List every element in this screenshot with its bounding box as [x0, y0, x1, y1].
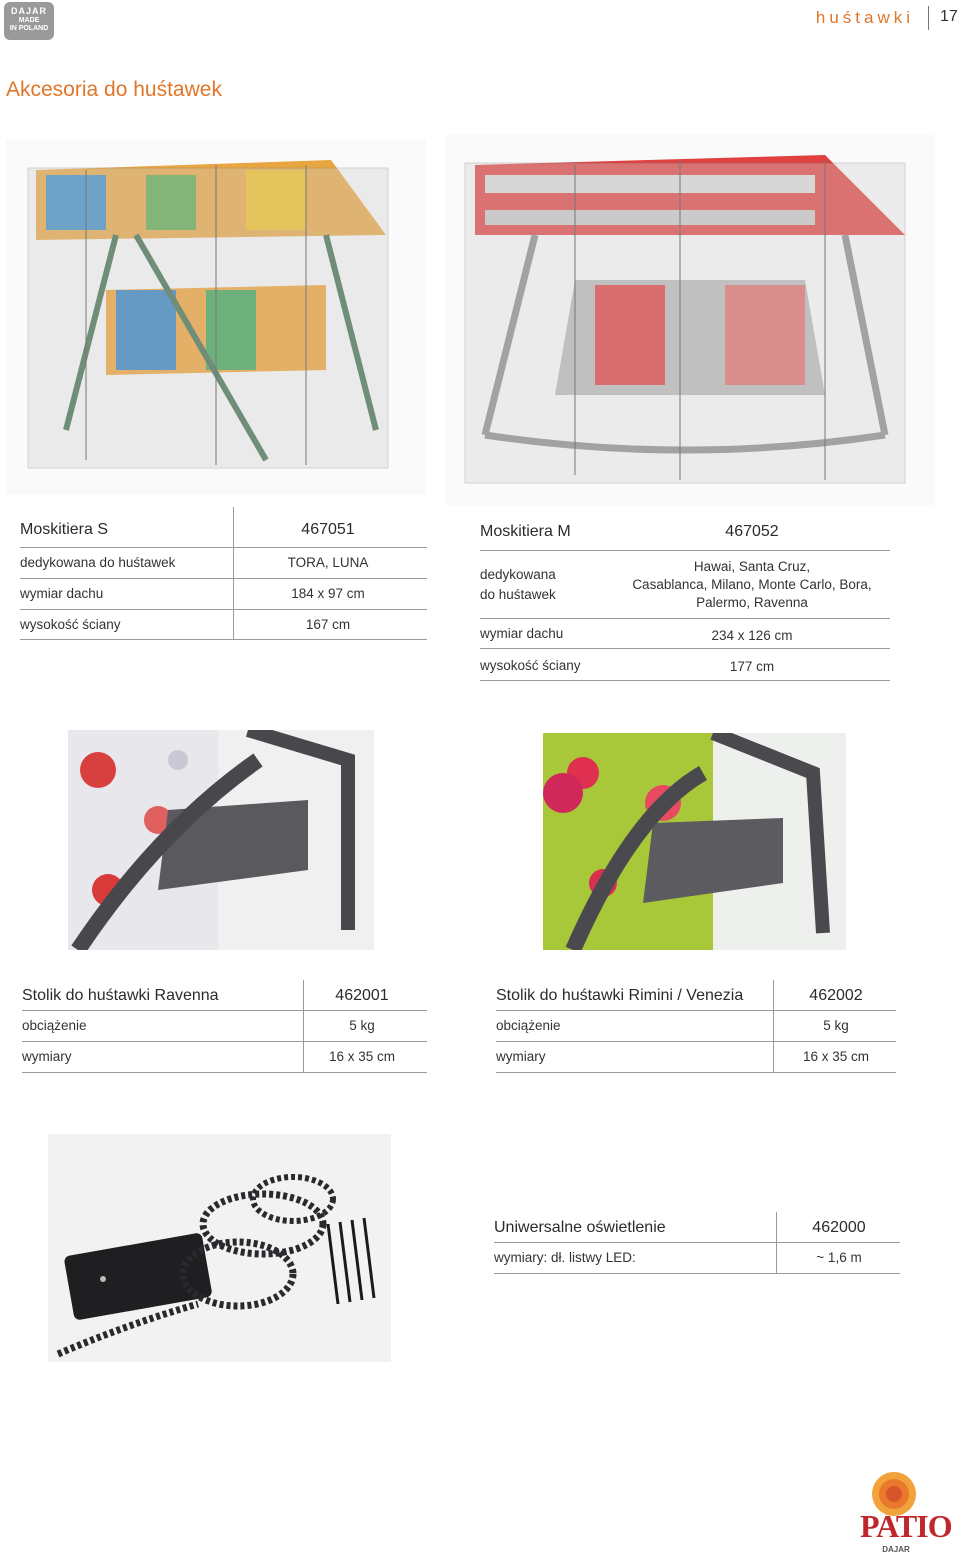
photo-swing-table-ravenna [68, 730, 374, 950]
product-code: 467051 [301, 521, 355, 538]
spec-value: 16 x 35 cm [328, 1049, 396, 1064]
spec-label: wymiary [496, 1049, 546, 1064]
spec-row: wymiary 16 x 35 cm [22, 1042, 427, 1073]
spec-header-row: Uniwersalne oświetlenie 462000 [494, 1212, 900, 1243]
spec-label: obciążenie [496, 1018, 561, 1033]
spec-row: wymiar dachu 184 x 97 cm [20, 579, 427, 610]
spec-value: 184 x 97 cm [291, 586, 365, 601]
spec-label: wymiary: dł. listwy LED: [494, 1250, 636, 1265]
spec-label: do huśtawek [480, 587, 556, 602]
spec-row: wysokość ściany 177 cm [480, 649, 890, 681]
spec-value: TORA, LUNA [287, 555, 369, 570]
spec-label: wysokość ściany [480, 658, 581, 673]
spec-header-row: Moskitiera S 467051 [20, 507, 427, 548]
spec-value: 5 kg [349, 1018, 375, 1033]
spec-value: 234 x 126 cm [711, 628, 793, 643]
column-divider [773, 980, 774, 1072]
spec-label: wymiar dachu [20, 586, 104, 601]
spec-label: wysokość ściany [20, 617, 121, 632]
product-name: Moskitiera M [480, 523, 571, 540]
product-name: Stolik do huśtawki Rimini / Venezia [496, 987, 744, 1004]
product-code: 467052 [725, 523, 779, 540]
column-divider [303, 980, 304, 1072]
spec-header-row: Stolik do huśtawki Ravenna 462001 [22, 980, 427, 1011]
product-name: Uniwersalne oświetlenie [494, 1219, 666, 1236]
spec-value: ~ 1,6 m [816, 1250, 862, 1265]
photo-led-lighting [48, 1134, 391, 1362]
spec-table-ravenna: Stolik do huśtawki Ravenna 462001 obciąż… [22, 980, 427, 1073]
spec-value: 5 kg [823, 1018, 849, 1033]
spec-row: wysokość ściany 167 cm [20, 610, 427, 640]
spec-value: 16 x 35 cm [802, 1049, 870, 1064]
spec-table-led-lighting: Uniwersalne oświetlenie 462000 wymiary: … [494, 1212, 900, 1274]
spec-row: dedykowana do huśtawek Hawai, Santa Cruz… [480, 551, 890, 619]
spec-label: obciążenie [22, 1018, 87, 1033]
photo-mosquito-net-s [6, 140, 426, 495]
product-name: Stolik do huśtawki Ravenna [22, 987, 219, 1004]
spec-row: obciążenie 5 kg [496, 1011, 896, 1042]
patio-logo-text: PATIO [860, 1508, 953, 1544]
spec-label: wymiary [22, 1049, 72, 1064]
column-divider [233, 507, 234, 639]
photo-swing-table-rimini-venezia [543, 733, 846, 950]
spec-header-row: Stolik do huśtawki Rimini / Venezia 4620… [496, 980, 896, 1011]
spec-table-mosquito-net-s: Moskitiera S 467051 dedykowana do huśtaw… [20, 507, 427, 640]
spec-label: dedykowana do huśtawek [20, 555, 176, 570]
product-code: 462002 [809, 987, 863, 1004]
spec-value: Hawai, Santa Cruz, [693, 559, 811, 574]
spec-row: dedykowana do huśtawek TORA, LUNA [20, 548, 427, 579]
spec-table-rimini-venezia: Stolik do huśtawki Rimini / Venezia 4620… [496, 980, 896, 1073]
spec-label: dedykowana [480, 567, 556, 582]
header-divider [928, 6, 929, 30]
spec-table-mosquito-net-m: Moskitiera M 467052 dedykowana do huśtaw… [480, 517, 890, 681]
spec-row: wymiary: dł. listwy LED: ~ 1,6 m [494, 1243, 900, 1274]
logo-line2: IN POLAND [9, 25, 49, 32]
dajar-made-in-poland-logo: DAJAR MADE IN POLAND [4, 2, 54, 40]
section-category: huśtawki [815, 8, 914, 27]
patio-sun-icon [870, 1470, 918, 1518]
logo-line1: MADE [18, 17, 40, 24]
spec-row: obciążenie 5 kg [22, 1011, 427, 1042]
product-name: Moskitiera S [20, 521, 109, 538]
spec-value: 167 cm [305, 617, 351, 632]
patio-logo-sub: DAJAR [882, 1545, 910, 1554]
spec-value: 177 cm [729, 659, 775, 674]
spec-label: wymiar dachu [480, 626, 564, 641]
spec-value: Palermo, Ravenna [696, 595, 808, 610]
spec-header-row: Moskitiera M 467052 [480, 517, 890, 551]
photo-mosquito-net-m [445, 135, 935, 505]
page-title: Akcesoria do huśtawek [6, 78, 222, 101]
product-code: 462001 [335, 987, 389, 1004]
spec-row: wymiary 16 x 35 cm [496, 1042, 896, 1073]
spec-row: wymiar dachu 234 x 126 cm [480, 619, 890, 649]
logo-brand: DAJAR [10, 6, 47, 16]
page-number: 17 [940, 8, 958, 25]
spec-value: Casablanca, Milano, Monte Carlo, Bora, [632, 577, 872, 592]
product-code: 462000 [812, 1219, 866, 1236]
